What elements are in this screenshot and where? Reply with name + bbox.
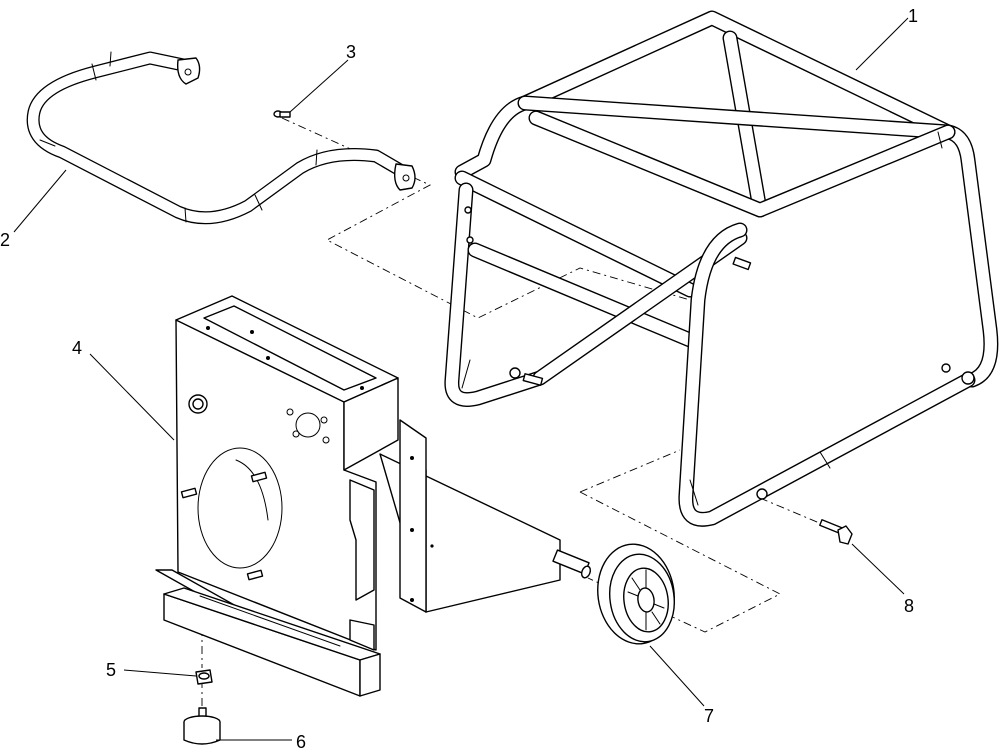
part-tube-frame: [444, 10, 999, 527]
callout-4: 4: [72, 338, 82, 358]
part-chassis-base: [155, 295, 592, 697]
part-handle: [26, 51, 416, 225]
callout-3: 3: [346, 42, 356, 62]
callout-1: 1: [908, 6, 918, 26]
callout-6: 6: [296, 732, 306, 752]
part-bolt: [819, 519, 853, 545]
callout-7: 7: [704, 706, 714, 726]
callout-numbers: 1 2 3 4 5 6 7 8: [0, 6, 918, 752]
callout-5: 5: [106, 660, 116, 680]
leader-lines: [13, 17, 909, 741]
callout-8: 8: [904, 596, 914, 616]
frame-mounting-studs: [464, 206, 975, 500]
callout-2: 2: [0, 230, 10, 250]
part-screw-small: [273, 110, 291, 118]
part-wheel: [597, 543, 675, 645]
part-leveling-foot: [183, 707, 221, 745]
part-hex-nut: [195, 669, 213, 685]
